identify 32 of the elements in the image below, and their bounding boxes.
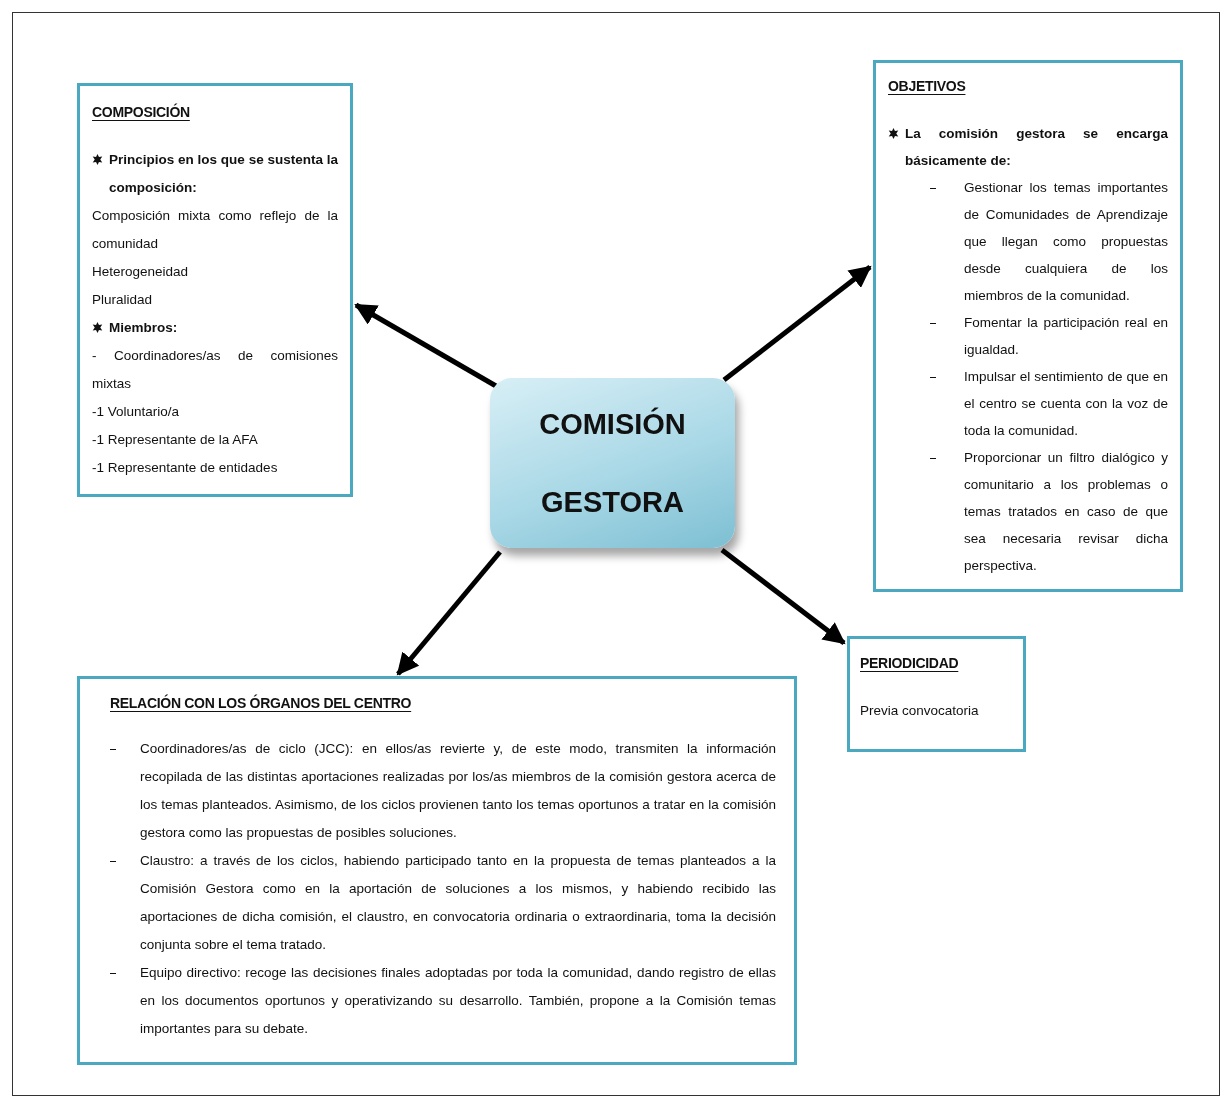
body-text: Previa convocatoria xyxy=(860,702,980,720)
arrow xyxy=(720,548,846,645)
list-item-text: Equipo directivo: recoge las decisiones finales adoptadas por toda la comunidad, dando registro de ellas en los documentos oportunos y operativizando su desarrollo. También, propone a la Comisión temas importantes para su debate. xyxy=(140,964,776,1038)
arrow xyxy=(722,265,872,382)
box-heading: COMPOSICIÓN xyxy=(92,102,191,122)
info-box xyxy=(873,60,1183,592)
box-heading: OBJETIVOS xyxy=(888,77,967,96)
bullet-text: Miembros: xyxy=(109,319,179,337)
box-heading: PERIODICIDAD xyxy=(860,654,960,673)
list-item-text: Coordinadores/as de ciclo (JCC): en ellos/as revierte y, de este modo, transmiten la información recopilada de las distintas aportaciones realizadas por los/as miembros de la comisión gestora acerca de los temas planteados. Asimismo, de los ciclos provienen tanto los temas oportunos a tratar en la comisión gestora como las propuestas de posibles soluciones. xyxy=(140,740,776,842)
body-text: -1 Voluntario/a xyxy=(92,403,181,421)
central-title: COMISIÓN GESTORA xyxy=(538,406,687,520)
body-text: - Coordinadores/as de comisiones mixtas xyxy=(92,347,338,393)
bullet-text: Principios en los que se sustenta la composición: xyxy=(109,151,338,197)
arrow xyxy=(354,302,498,389)
central-box xyxy=(490,378,735,548)
bullet-text: La comisión gestora se encarga básicamente de: xyxy=(905,125,1168,170)
arrow xyxy=(396,550,502,676)
box-heading: RELACIÓN CON LOS ÓRGANOS DEL CENTRO xyxy=(110,693,413,713)
body-text: Composición mixta como reflejo de la comunidad xyxy=(92,207,338,253)
body-text: -1 Representante de la AFA xyxy=(92,431,259,449)
info-box xyxy=(77,676,797,1065)
info-box xyxy=(77,83,353,497)
body-text: -1 Representante de entidades xyxy=(92,459,279,477)
body-text: Heterogeneidad xyxy=(92,263,190,281)
body-text: Pluralidad xyxy=(92,291,154,309)
list-item-text: Proporcionar un filtro dialógico y comunitario a los problemas o temas tratados en caso de que sea necesaria revisar dicha perspectiva. xyxy=(964,449,1168,575)
list-item-text: Gestionar los temas importantes de Comunidades de Aprendizaje que llegan como propuestas desde cualquiera de los miembros de la comunidad. xyxy=(964,179,1168,305)
list-item-text: Fomentar la participación real en igualdad. xyxy=(964,314,1168,359)
list-item-text: Impulsar el sentimiento de que en el centro se cuenta con la voz de toda la comunidad. xyxy=(964,368,1168,440)
info-box xyxy=(847,636,1026,752)
list-item-text: Claustro: a través de los ciclos, habiendo participado tanto en la propuesta de temas planteados a la Comisión Gestora como en la aportación de soluciones a los mismos, y habiendo recibido las aportaciones de dicha comisión, el claustro, en convocatoria ordinaria o extraordinaria, toma la decisión conjunta sobre el tema tratado. xyxy=(140,852,776,954)
